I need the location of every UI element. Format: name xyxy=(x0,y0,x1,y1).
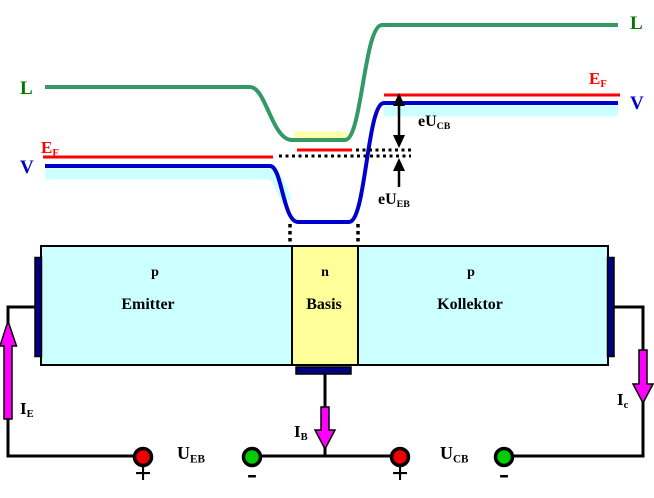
valence-label-right: V xyxy=(630,93,644,114)
valence-label-left: V xyxy=(20,157,34,178)
energy-ueb-main: eU xyxy=(378,191,397,208)
energy-ucb-main: eU xyxy=(418,113,437,130)
basis-region xyxy=(291,245,359,366)
current-ib-main: I xyxy=(294,422,301,441)
energy-ueb-sub: EB xyxy=(396,198,410,210)
minus-sign-cb: - xyxy=(499,457,509,490)
current-ib-sub: B xyxy=(300,432,308,444)
plus-sign-cb: + xyxy=(391,457,409,490)
energy-ucb-sub: CB xyxy=(436,120,451,132)
source-ucb-main: U xyxy=(440,443,453,463)
terminal-plus-cb xyxy=(389,446,411,468)
eueb-arrowhead-up-icon xyxy=(393,158,405,171)
terminal-minus-eb xyxy=(241,446,263,468)
base-current-arrow-icon xyxy=(313,406,337,451)
current-ib-label: IB xyxy=(294,423,308,444)
kollektor-doping-label: p xyxy=(467,265,475,280)
current-ie-main: I xyxy=(20,399,27,418)
source-ueb-sub: EB xyxy=(190,453,205,466)
plus-sign-eb: + xyxy=(134,457,152,490)
fermi-label-right: EF xyxy=(589,70,607,91)
base-electrode xyxy=(295,366,352,375)
eucb-arrowhead-up-icon xyxy=(393,93,405,106)
source-ucb-label: UCB xyxy=(440,444,469,466)
collector-current-arrow-icon xyxy=(631,349,654,405)
fermi-label-left: EF xyxy=(41,139,59,160)
emitter-name-label: Emitter xyxy=(121,296,175,313)
fermi-label-sub: F xyxy=(52,148,59,160)
energy-ucb-label: eUCB xyxy=(418,114,450,132)
eucb-arrowhead-down-icon xyxy=(393,135,405,148)
current-ic-sub: c xyxy=(623,400,629,412)
current-ic-label: Ic xyxy=(617,391,628,412)
current-ie-label: IE xyxy=(20,400,34,421)
fermi-label-sub: F xyxy=(600,79,607,91)
emitter-current-arrow-icon xyxy=(0,318,18,420)
current-ie-sub: E xyxy=(26,409,34,421)
valence-band-curve xyxy=(45,101,618,224)
energy-ueb-label: eUEB xyxy=(378,192,410,210)
fermi-label-main: E xyxy=(41,138,53,157)
source-ueb-main: U xyxy=(177,443,190,463)
terminal-plus-eb xyxy=(132,446,154,468)
terminal-minus-cb xyxy=(493,446,515,468)
basis-doping-label: n xyxy=(321,265,329,280)
conduction-label-right: L xyxy=(630,13,643,34)
emitter-doping-label: p xyxy=(151,265,159,280)
valence-fill-emitter xyxy=(45,168,292,204)
current-ic-main: I xyxy=(617,390,624,409)
minus-sign-eb: - xyxy=(247,457,257,490)
conduction-label-left: L xyxy=(20,78,33,99)
source-ucb-sub: CB xyxy=(453,453,469,466)
fermi-label-main: E xyxy=(589,69,601,88)
source-ueb-label: UEB xyxy=(177,444,205,466)
conduction-band-curve xyxy=(45,23,618,142)
kollektor-name-label: Kollektor xyxy=(437,296,503,313)
basis-name-label: Basis xyxy=(306,296,342,313)
